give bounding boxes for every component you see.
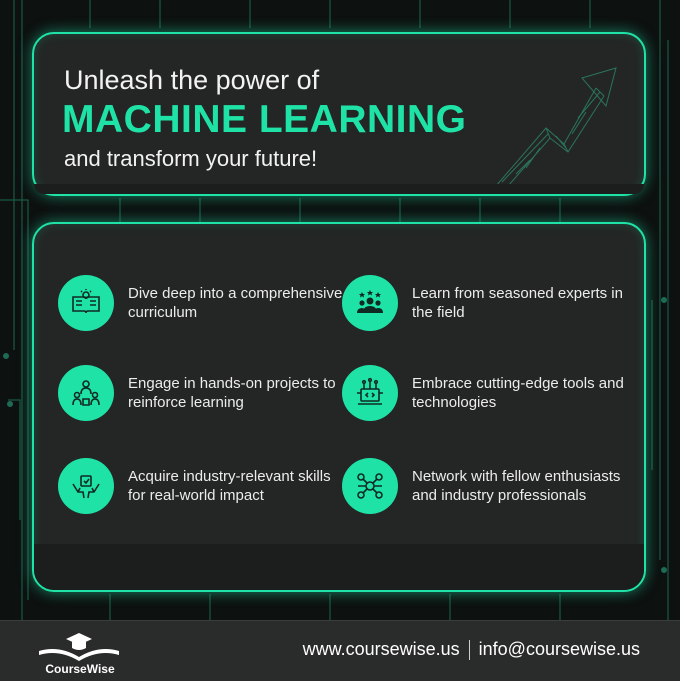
- feature-text: Engage in hands-on projects to reinforce…: [128, 375, 336, 411]
- skill-hands-icon: [58, 458, 114, 514]
- book-lightbulb-icon: [58, 275, 114, 331]
- feature-item: Acquire industry-relevant skills for rea…: [58, 458, 348, 514]
- growth-arrow-icon: [495, 67, 617, 187]
- hero-line-1: Unleash the power of: [64, 65, 320, 95]
- feature-item: Network with fellow enthusiasts and indu…: [342, 458, 632, 514]
- feature-text: Network with fellow enthusiasts and indu…: [412, 468, 621, 504]
- footer: CourseWise www.coursewise.us info@course…: [0, 620, 680, 681]
- feature-text: Dive deep into a comprehensive curriculu…: [128, 285, 343, 321]
- feature-text: Acquire industry-relevant skills for rea…: [128, 468, 331, 504]
- hero-panel: Unleash the power of MACHINE LEARNING an…: [32, 32, 646, 196]
- contact-info: www.coursewise.us info@coursewise.us: [303, 639, 640, 660]
- team-project-icon: [58, 365, 114, 421]
- separator: [468, 639, 470, 660]
- circuit-background: [0, 0, 669, 620]
- network-nodes-icon: [342, 458, 398, 514]
- feature-item: Dive deep into a comprehensive curriculu…: [58, 275, 348, 331]
- feature-item: Embrace cutting-edge tools and technolog…: [342, 365, 632, 421]
- features-panel: Dive deep into a comprehensive curriculu…: [32, 222, 646, 592]
- feature-item: Learn from seasoned experts in the field: [342, 275, 632, 331]
- email-link[interactable]: info@coursewise.us: [478, 639, 640, 659]
- laptop-code-icon: [342, 365, 398, 421]
- experts-group-icon: [342, 275, 398, 331]
- hero-line-3: and transform your future!: [64, 146, 318, 171]
- brand-name: CourseWise: [45, 662, 115, 676]
- coursewise-logo: [39, 633, 119, 661]
- feature-text: Embrace cutting-edge tools and technolog…: [412, 375, 624, 411]
- feature-text: Learn from seasoned experts in the field: [412, 285, 623, 321]
- feature-item: Engage in hands-on projects to reinforce…: [58, 365, 348, 421]
- hero-headline: MACHINE LEARNING: [62, 98, 467, 141]
- website-link[interactable]: www.coursewise.us: [302, 639, 460, 659]
